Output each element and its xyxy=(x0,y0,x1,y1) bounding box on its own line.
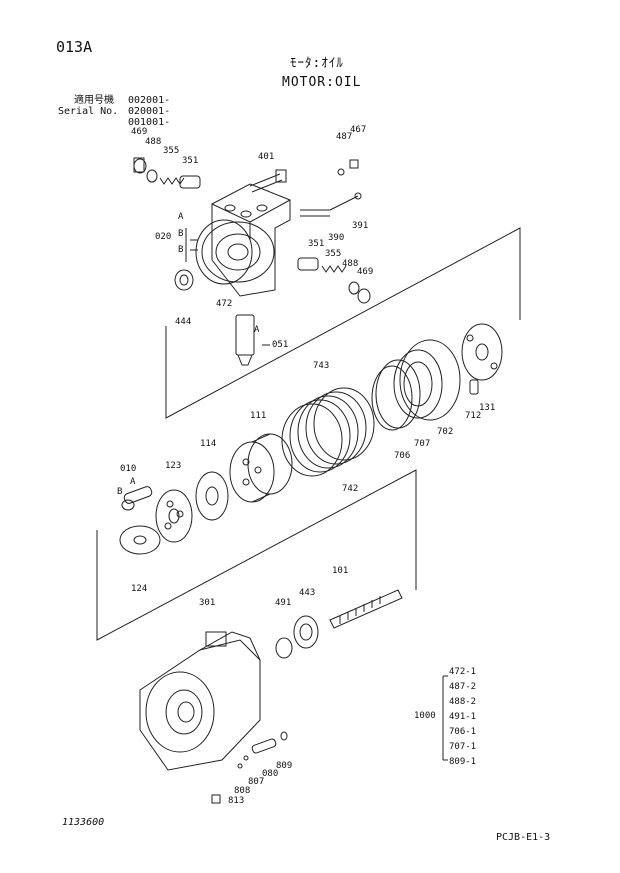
callout-010: 010 xyxy=(120,464,137,474)
serial-range-1: 002001- xyxy=(128,95,171,106)
callout-707: 707 xyxy=(414,439,431,449)
callout-702: 702 xyxy=(437,427,454,437)
callout-A2: A xyxy=(254,325,260,335)
callout-809: 809 xyxy=(276,761,293,771)
kit-item: 488-2 xyxy=(449,697,477,707)
callout-A1: A xyxy=(178,212,184,222)
callout-391: 391 xyxy=(352,221,369,231)
callout-301: 301 xyxy=(199,598,216,608)
kit-item: 487-2 xyxy=(449,682,477,692)
callout-131: 131 xyxy=(479,403,496,413)
title-english: MOTOR:OIL xyxy=(282,75,362,90)
callout-487: 487 xyxy=(336,132,353,142)
callout-123: 123 xyxy=(165,461,182,471)
callout-807: 807 xyxy=(248,777,265,787)
callout-469b: 469 xyxy=(357,267,374,277)
callout-813: 813 xyxy=(228,796,245,806)
callout-467: 467 xyxy=(350,125,367,135)
callout-488b: 488 xyxy=(342,259,359,269)
callout-469: 469 xyxy=(131,127,148,137)
callout-111: 111 xyxy=(250,411,267,421)
callout-743: 743 xyxy=(313,361,330,371)
kit-item: 706-1 xyxy=(449,727,477,737)
callout-706: 706 xyxy=(394,451,411,461)
leader-lines xyxy=(96,227,521,761)
kit-number: 1000 xyxy=(414,711,436,721)
callout-712: 712 xyxy=(465,411,482,421)
callout-742: 742 xyxy=(342,484,359,494)
callout-491: 491 xyxy=(275,598,292,608)
callout-401: 401 xyxy=(258,152,275,162)
callout-B2: B xyxy=(178,245,184,255)
callout-390: 390 xyxy=(328,233,345,243)
callout-020: 020 xyxy=(155,232,172,242)
callout-080: 080 xyxy=(262,769,279,779)
sheet-reference: PCJB-E1-3 xyxy=(496,832,551,843)
valve-cover-assembly xyxy=(133,157,371,366)
kit-item: 472-1 xyxy=(449,667,477,677)
callout-A3: A xyxy=(130,477,136,487)
callout-B1: B xyxy=(178,229,184,239)
callout-101: 101 xyxy=(332,566,349,576)
callout-351: 351 xyxy=(182,156,199,166)
title-japanese: ﾓｰﾀ:ｵｲﾙ xyxy=(290,56,344,71)
serial-label-jp: 適用号機 xyxy=(74,95,114,106)
callout-444: 444 xyxy=(175,317,192,327)
kit-item: 491-1 xyxy=(449,712,477,722)
callout-124: 124 xyxy=(131,584,148,594)
kit-item: 707-1 xyxy=(449,742,477,752)
serial-range-2: 020001- xyxy=(128,106,171,117)
callout-355b: 355 xyxy=(325,249,342,259)
callout-355: 355 xyxy=(163,146,180,156)
page-code: 013A xyxy=(56,38,93,56)
serial-range-3: 001001- xyxy=(128,117,171,128)
kit-item: 809-1 xyxy=(449,757,477,767)
callout-051: 051 xyxy=(272,340,289,350)
serial-label-en: Serial No. xyxy=(58,106,119,117)
callout-443: 443 xyxy=(299,588,316,598)
callout-B3: B xyxy=(117,487,123,497)
casing-and-shaft-assembly xyxy=(139,589,403,804)
drawing-number: 1133600 xyxy=(62,817,105,828)
brake-and-cylinder-assembly xyxy=(119,323,503,555)
callout-351b: 351 xyxy=(308,239,325,249)
callout-488: 488 xyxy=(145,137,162,147)
callout-472: 472 xyxy=(216,299,233,309)
callout-808: 808 xyxy=(234,786,251,796)
callout-114: 114 xyxy=(200,439,217,449)
